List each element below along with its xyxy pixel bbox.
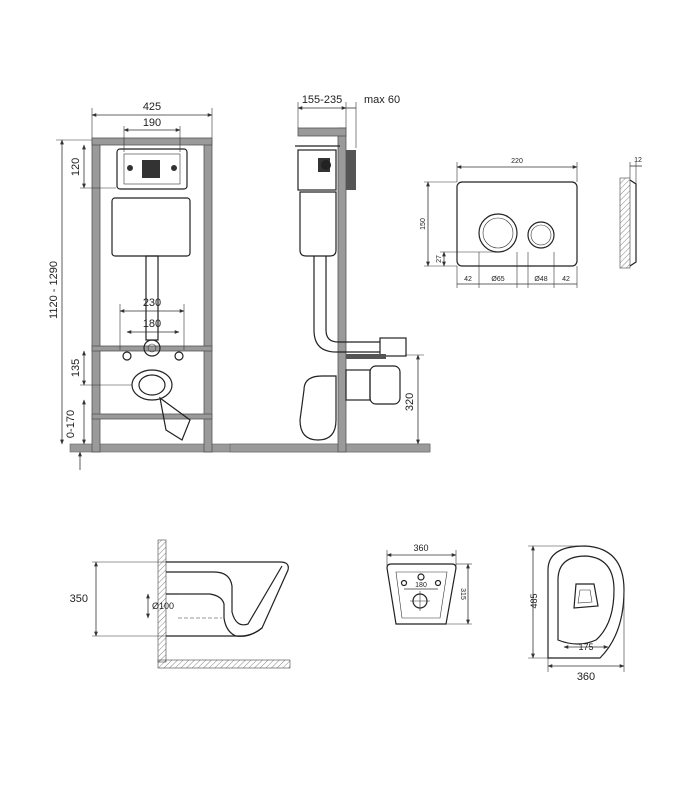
- bowl-back-outline: [386, 563, 457, 625]
- dim-panel-max: max 60: [364, 94, 400, 106]
- drain-elbow: [159, 396, 191, 441]
- frame-right-upright: [203, 139, 213, 453]
- flush-button-small-inner: [530, 224, 552, 246]
- bolt-left: [122, 351, 132, 361]
- bowl-top-drain: [573, 583, 599, 609]
- flush-knob-left: [127, 165, 133, 171]
- frame-top-rail: [91, 137, 213, 146]
- bowl-side-view: 350 Ø100: [70, 539, 291, 669]
- dim-plate-thickness: 12: [634, 157, 642, 164]
- flush-valve-block: [142, 160, 160, 178]
- dim-top-length: 485: [529, 593, 539, 608]
- dim-outlet-diameter: Ø100: [152, 601, 174, 611]
- dim-frame-width: 425: [143, 101, 161, 113]
- frame-side-view: 155-235 max 60 320: [229, 94, 431, 453]
- dim-leg-height: 0-170: [65, 410, 77, 438]
- flush-pipe-outlet-inner: [147, 343, 157, 353]
- side-flush-pipe-2: [325, 256, 380, 343]
- cistern-tank: [111, 197, 191, 257]
- flush-pipe-outlet: [143, 339, 161, 357]
- flush-button-small: [527, 221, 555, 249]
- frame-front-view: 425 190 120 1120 - 1290 230 180 135 0-17…: [48, 101, 431, 470]
- dim-bracket-width: 190: [143, 117, 161, 129]
- flush-mechanism-box: [116, 148, 188, 190]
- drain-outlet-inner: [138, 374, 166, 396]
- bowl-top-outline: [547, 545, 625, 659]
- side-cistern: [299, 191, 337, 257]
- bowl-back-bolt-right: [434, 579, 442, 587]
- bowl-top-inner: [557, 555, 615, 645]
- side-floor: [229, 443, 431, 453]
- bowl-top-drain-inner: [577, 589, 593, 604]
- dim-spacing-outer: 230: [143, 297, 161, 309]
- side-flush-pipe: [313, 256, 380, 353]
- bowl-side-rim: [166, 565, 283, 626]
- wall-top-cap: [297, 127, 347, 137]
- bowl-back-inner: [395, 571, 448, 619]
- dim-bowl-height: 350: [70, 593, 88, 605]
- side-flush-connector: [379, 337, 407, 357]
- flush-plate-side-profile: [629, 179, 637, 267]
- bowl-top-view: 485 175 360: [528, 545, 625, 683]
- dim-total-height: 1120 - 1290: [48, 261, 60, 319]
- flush-button-large: [478, 213, 518, 253]
- side-panel-strip: [346, 150, 356, 190]
- dim-seat-width: 175: [578, 642, 593, 652]
- dim-back-height: 315: [459, 588, 466, 600]
- dim-small-button: Ø48: [534, 276, 547, 283]
- bowl-back-bolt-left: [400, 579, 408, 587]
- flush-knob-right: [171, 165, 177, 171]
- dim-right-margin: 42: [562, 276, 570, 283]
- flush-plate-view: 220 150 27 42 Ø65 Ø48 42 12: [420, 157, 642, 288]
- bowl-back-view: 360 180 315: [386, 543, 472, 625]
- dim-plate-height: 150: [420, 218, 427, 230]
- flush-plate-side-wall: [619, 177, 631, 269]
- side-drain-outlet: [345, 369, 371, 401]
- side-control-box: [297, 149, 337, 191]
- side-threaded-rod: [346, 354, 386, 359]
- wall-panel: [337, 127, 347, 453]
- dim-back-width: 360: [413, 543, 428, 553]
- flush-mechanism-inner: [123, 153, 181, 185]
- bowl-back-flush-inlet: [417, 573, 425, 581]
- frame-left-upright: [91, 139, 101, 453]
- frame-mid-rail: [91, 345, 213, 352]
- frame-low-rail: [91, 413, 213, 420]
- dim-spacing-inner: 180: [143, 318, 161, 330]
- dim-large-button: Ø65: [491, 276, 504, 283]
- dim-bottom-offset: 27: [436, 255, 443, 263]
- dim-outlet-height: 320: [404, 393, 416, 411]
- bolt-right: [174, 351, 184, 361]
- dim-bolt-height: 135: [70, 359, 82, 377]
- side-drain-outlet-2: [369, 365, 401, 405]
- dim-plate-width: 220: [511, 158, 523, 165]
- dim-top-width: 360: [577, 671, 595, 683]
- flush-button-large-inner: [482, 217, 514, 249]
- dim-top-height: 120: [70, 158, 82, 176]
- side-drain-elbow: [299, 375, 337, 441]
- dim-left-margin: 42: [464, 276, 472, 283]
- dim-back-bolt-spacing: 180: [415, 582, 427, 589]
- dim-frame-depth: 155-235: [302, 94, 342, 106]
- bowl-floor-hatch: [157, 659, 291, 669]
- bowl-side-base: [166, 627, 263, 637]
- side-knob: [321, 160, 331, 170]
- bowl-side-outline: [166, 561, 289, 637]
